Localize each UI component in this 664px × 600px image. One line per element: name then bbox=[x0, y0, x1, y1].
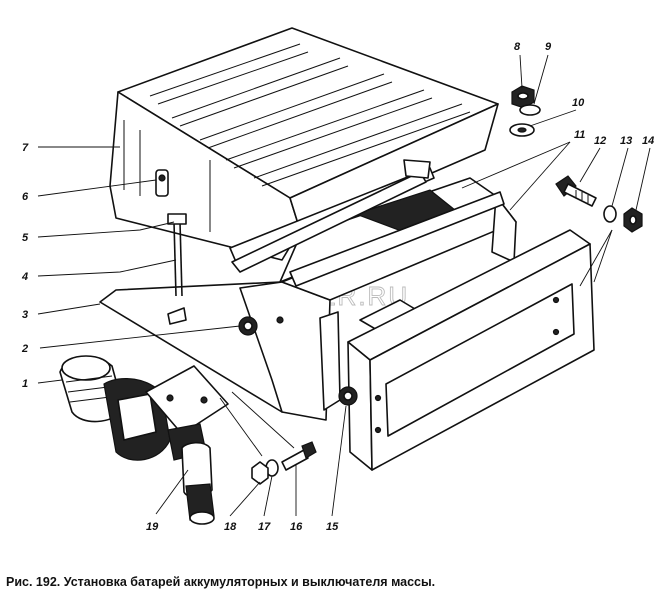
callout-1: 1 bbox=[22, 378, 28, 390]
figure-caption: Рис. 192. Установка батарей аккумуляторн… bbox=[6, 575, 436, 589]
callout-5: 5 bbox=[22, 232, 29, 244]
callout-16: 16 bbox=[290, 521, 303, 533]
mounting-bracket bbox=[319, 311, 358, 411]
nut-8 bbox=[511, 85, 535, 109]
bolt-16 bbox=[281, 441, 317, 471]
callout-10: 10 bbox=[572, 97, 585, 109]
nut-18 bbox=[251, 461, 269, 485]
callout-14: 14 bbox=[642, 135, 654, 147]
callout-8: 8 bbox=[514, 41, 521, 53]
washer-9 bbox=[519, 104, 541, 116]
nut-14 bbox=[623, 207, 643, 233]
callout-18: 18 bbox=[224, 521, 237, 533]
callout-17: 17 bbox=[258, 521, 271, 533]
ground-switch bbox=[59, 355, 229, 525]
callout-6: 6 bbox=[22, 191, 29, 203]
callout-19: 19 bbox=[146, 521, 159, 533]
callout-9: 9 bbox=[545, 41, 552, 53]
callouts-bottom: 19 18 17 16 15 bbox=[146, 521, 339, 533]
hold-down-bar bbox=[231, 159, 431, 273]
callout-15: 15 bbox=[326, 521, 339, 533]
callout-3: 3 bbox=[22, 309, 28, 321]
callout-13: 13 bbox=[620, 135, 632, 147]
battery-cover bbox=[109, 27, 499, 261]
callout-11: 11 bbox=[574, 129, 585, 141]
support-channel bbox=[347, 229, 595, 471]
callout-2: 2 bbox=[21, 343, 28, 355]
cover-latch bbox=[155, 169, 169, 197]
washer-13 bbox=[603, 205, 617, 223]
washer-10 bbox=[509, 123, 535, 137]
callout-7: 7 bbox=[22, 142, 29, 154]
callout-12: 12 bbox=[594, 135, 606, 147]
callouts-top: 8 9 10 11 12 13 14 bbox=[514, 41, 654, 147]
bolt-12 bbox=[555, 175, 597, 207]
clamp-rod bbox=[167, 213, 187, 297]
callout-4: 4 bbox=[21, 271, 28, 283]
callouts-left: 7 6 5 4 3 2 1 bbox=[21, 142, 29, 390]
leader-lines bbox=[37, 54, 651, 517]
